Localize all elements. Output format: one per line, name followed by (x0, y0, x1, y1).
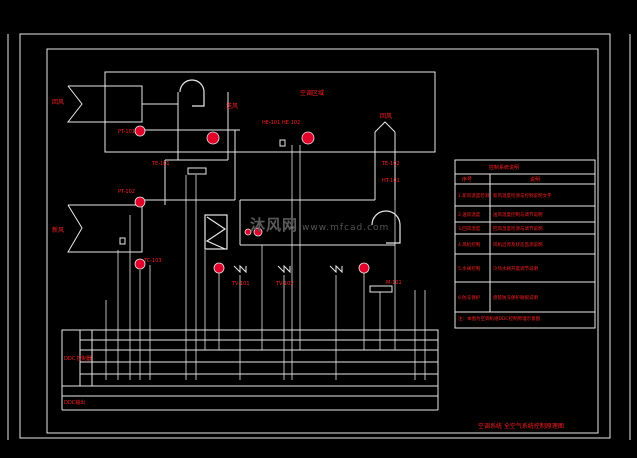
sensor-box (279, 139, 286, 147)
supply-air-label: 送风 (226, 102, 238, 110)
filter-icon (204, 214, 228, 250)
legend-row-left: 3.回风湿度 (458, 225, 481, 232)
legend-row-left: 1.新风温度检测 (458, 192, 490, 199)
signal-lines (105, 145, 426, 380)
supply-temp-sensor-icon (206, 131, 220, 145)
tag-tc-103: TC-103 (143, 258, 162, 264)
humidity-sensor-icon (301, 131, 315, 145)
watermark-text: 沐风网 (250, 216, 299, 234)
legend-row-right: 新风温度检测与控制说明文字 (493, 192, 552, 199)
legend-row-right: 冷热水阀开度调节说明 (493, 265, 538, 272)
room-label: 空调区域 (300, 89, 324, 97)
legend-table (454, 159, 596, 329)
fresh-air-label: 新风 (52, 226, 64, 234)
tag-he-102: HE-102 (282, 120, 300, 126)
legend-row-left: 4.风机控制 (458, 241, 481, 248)
inner-frame (46, 48, 599, 434)
coil-temp-sensor-icon (213, 262, 225, 274)
legend-col1: 序号 (462, 176, 472, 183)
legend-row-right: 送风温度控制与调节说明 (493, 211, 543, 218)
motor-box (369, 285, 393, 293)
pressure-sensor-icon (134, 196, 146, 208)
legend-col2: 说明 (530, 176, 540, 183)
tag-ht-101: HT-101 (382, 178, 400, 184)
valve-1-icon (233, 264, 247, 274)
tag-he-101: HE-101 (262, 120, 280, 126)
legend-row-left: 6.防冻保护 (458, 294, 481, 301)
legend-row-left: 2.送风温度 (458, 211, 481, 218)
sensor-box (119, 237, 126, 245)
legend-row-right: 风机启停及状态监测说明 (493, 241, 543, 248)
tag-tv-101: TV-101 (231, 281, 250, 287)
return-air-label-left: 回风 (52, 99, 64, 106)
return-air-label-top: 回风 (380, 113, 392, 120)
tag-pt-101: PT-101 (118, 129, 135, 135)
valve-2-icon (277, 264, 291, 274)
freeze-sensor-icon (358, 262, 370, 274)
duct-lines (66, 85, 396, 253)
outer-frame (19, 33, 611, 439)
tag-te-102: TE-102 (381, 161, 400, 167)
legend-note: 注：本图为空调机组DDC控制原理示意图 (458, 315, 541, 322)
supply-fan-icon (179, 79, 205, 107)
room-region (104, 71, 436, 153)
tag-te-101: TE-101 (151, 161, 170, 167)
legend-row-right: 回风湿度检测与调节说明 (493, 225, 543, 232)
legend-title: 控制系统说明 (489, 164, 519, 171)
coil-zigzag-icon (205, 216, 227, 250)
return-fan-icon (371, 210, 401, 244)
watermark-url: www.mfcad.com (302, 223, 390, 233)
legend-row-right: 盘管防冻保护联锁说明 (493, 294, 538, 301)
tag-tv-102: TV-102 (275, 281, 294, 287)
drawing-title: 空调系统 全空气系统控制原理图 (478, 422, 564, 430)
ddc-row-label: DDC 控制器 (64, 355, 92, 362)
temperature-sensor-icon (134, 258, 146, 270)
actuator-box (187, 167, 207, 175)
legend-row-left: 5.水阀控制 (458, 265, 481, 272)
tag-m-101: M-101 (386, 280, 402, 286)
tag-pt-102: PT-102 (118, 189, 135, 195)
valve-3-icon (329, 264, 343, 274)
ddc-output-label: DDC输出 (64, 399, 85, 406)
damper-sensor-icon (253, 227, 263, 237)
damper-actuator-icon (244, 228, 252, 236)
pressure-sensor-icon (134, 125, 146, 137)
ddc-table (61, 329, 439, 411)
